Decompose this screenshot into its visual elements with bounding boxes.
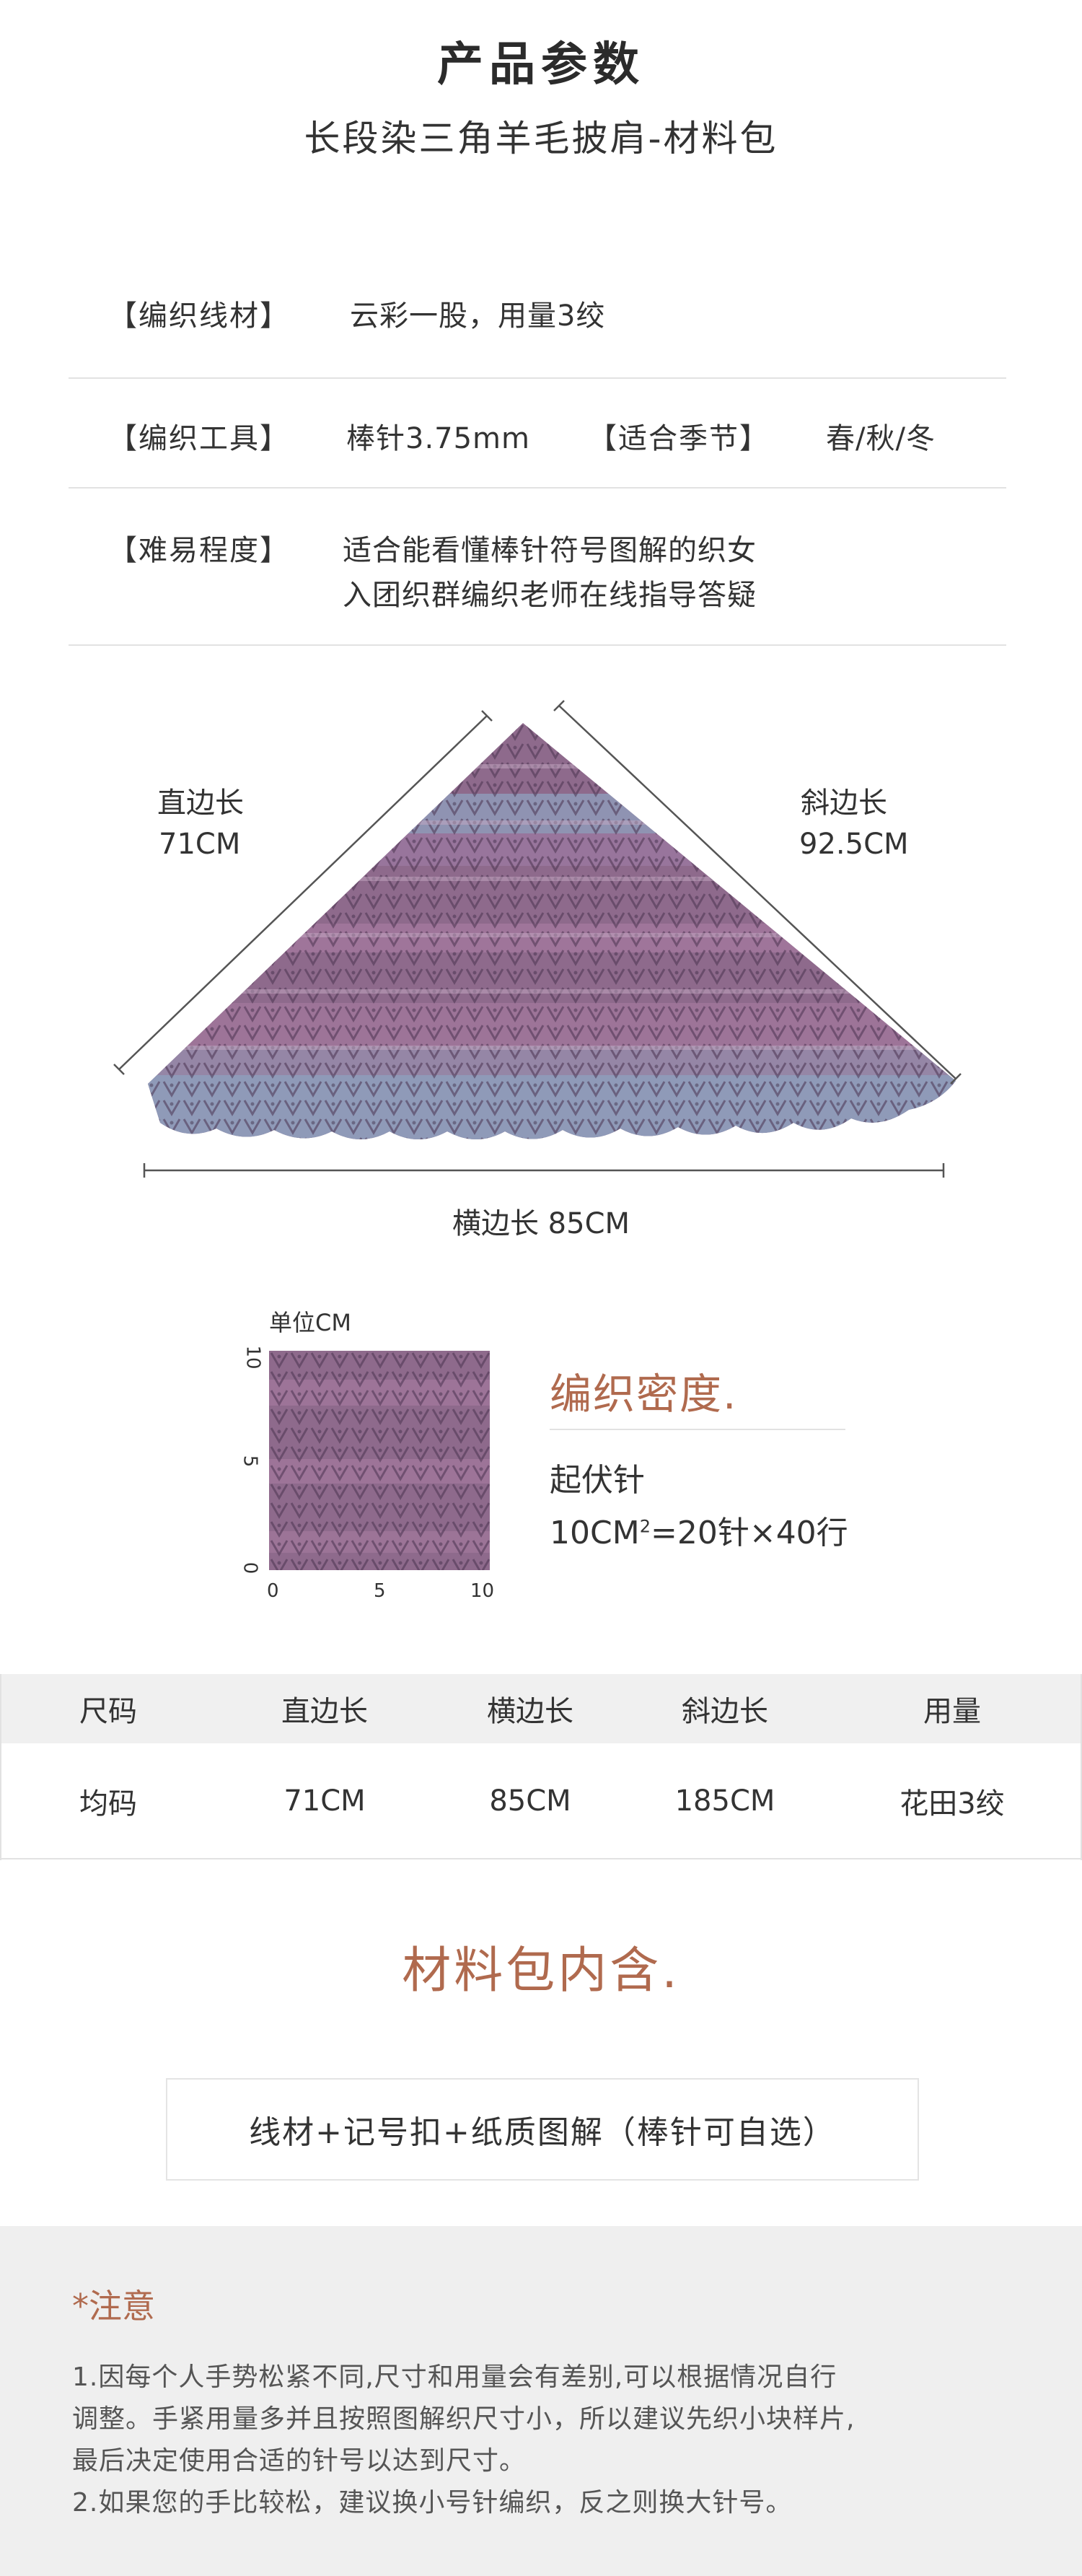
season-value: 春/秋/冬	[826, 422, 936, 455]
tool-label: 【编织工具】	[108, 422, 290, 455]
tool-value: 棒针3.75mm	[346, 422, 530, 455]
header-usage: 用量	[923, 1695, 981, 1728]
note-line-3: 最后决定使用合适的针号以达到尺寸。	[72, 2446, 527, 2476]
table-right-border	[1081, 1674, 1082, 1860]
note-line-1: 1.因每个人手势松紧不同,尺寸和用量会有差别,可以根据情况自行	[72, 2362, 837, 2392]
header-diagonal-edge: 斜边长	[682, 1695, 768, 1728]
x-tick-10: 10	[470, 1580, 495, 1602]
header-straight-edge: 直边长	[281, 1695, 368, 1728]
note-line-2: 调整。手紧用量多并且按照图解织尺寸小，所以建议先织小块样片,	[72, 2404, 856, 2434]
cell-diagonal-edge: 185CM	[674, 1784, 775, 1818]
season-label: 【适合季节】	[588, 422, 770, 455]
product-subtitle: 长段染三角羊毛披肩-材料包	[304, 118, 778, 159]
page-title: 产品参数	[437, 38, 645, 92]
bottom-edge-label: 横边长 85CM	[452, 1207, 630, 1240]
x-tick-0: 0	[267, 1580, 279, 1602]
header-size: 尺码	[79, 1695, 137, 1728]
shawl-diagram	[113, 700, 962, 1178]
difficulty-line-2: 入团织群编织老师在线指导答疑	[343, 579, 757, 612]
cell-size: 均码	[79, 1787, 137, 1821]
cell-horizontal-edge: 85CM	[489, 1784, 571, 1818]
difficulty-line-1: 适合能看懂棒针符号图解的织女	[343, 534, 757, 567]
right-edge-label: 斜边长	[801, 787, 887, 820]
y-tick-10: 10	[242, 1345, 264, 1370]
density-title: 编织密度.	[550, 1370, 738, 1419]
yarn-label: 【编织线材】	[108, 299, 290, 333]
x-tick-5: 5	[374, 1580, 386, 1602]
yarn-value: 云彩一股，用量3绞	[350, 299, 606, 333]
stitch-type: 起伏针	[550, 1462, 645, 1499]
y-tick-0: 0	[239, 1561, 261, 1574]
table-left-border	[0, 1674, 1, 1860]
table-row: 均码 71CM 85CM 185CM 花田3绞	[0, 1743, 1082, 1859]
left-edge-label: 直边长	[157, 787, 244, 820]
divider	[69, 644, 1006, 646]
cell-usage: 花田3绞	[900, 1787, 1005, 1821]
kit-title: 材料包内含.	[402, 1942, 680, 1999]
notes-panel	[0, 2226, 1082, 2576]
divider	[550, 1429, 845, 1430]
right-edge-value: 92.5CM	[799, 828, 909, 861]
cell-straight-edge: 71CM	[283, 1784, 366, 1818]
y-tick-5: 5	[239, 1455, 261, 1468]
unit-label: 单位CM	[269, 1309, 351, 1336]
gauge-value: 10CM2=20针×40行	[550, 1515, 848, 1551]
size-table: 尺码 直边长 横边长 斜边长 用量 均码 71CM 85CM 185CM 花田3…	[0, 1674, 1082, 1859]
size-table-header: 尺码 直边长 横边长 斜边长 用量	[0, 1674, 1082, 1743]
header-horizontal-edge: 横边长	[487, 1695, 573, 1728]
divider	[69, 487, 1006, 489]
notes-title: *注意	[72, 2287, 155, 2326]
divider	[69, 377, 1006, 379]
note-line-4: 2.如果您的手比较松，建议换小号针编织，反之则换大针号。	[72, 2488, 793, 2518]
shawl-image	[148, 723, 956, 1139]
difficulty-label: 【难易程度】	[108, 534, 290, 567]
left-edge-value: 71CM	[159, 828, 241, 861]
gauge-swatch	[269, 1351, 490, 1570]
kit-contents: 线材+记号扣+纸质图解（棒针可自选）	[166, 2078, 919, 2181]
